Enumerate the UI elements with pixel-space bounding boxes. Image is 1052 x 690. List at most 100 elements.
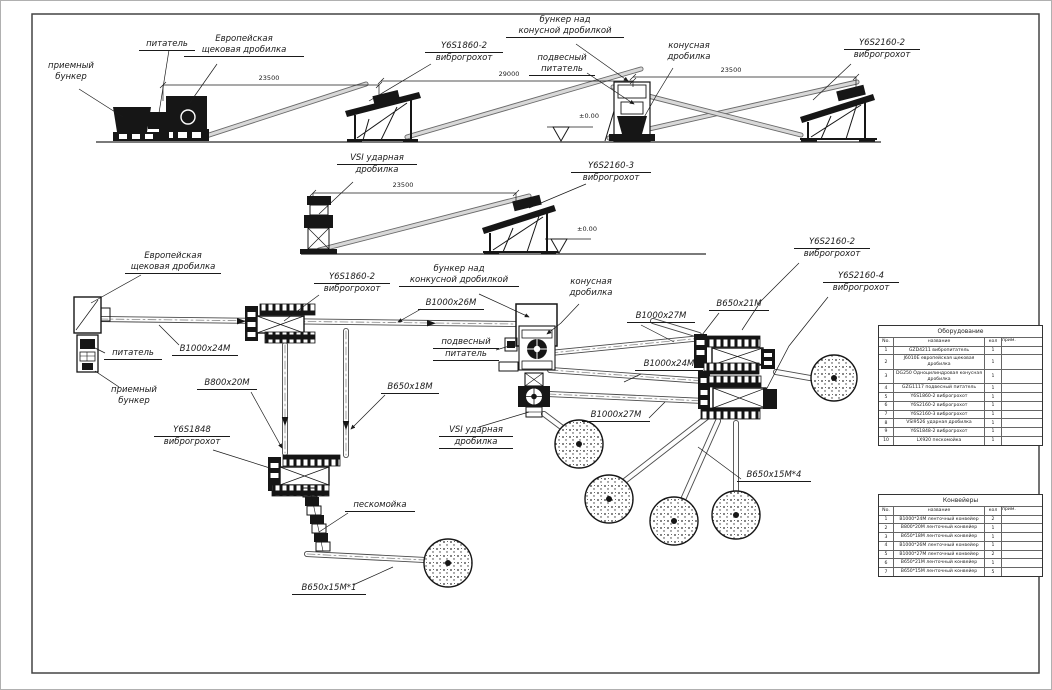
equipment-row-qty: 1 [985, 436, 1002, 445]
equipment-row: 10 LX920 пескомойка 1 [879, 435, 1042, 445]
conveyor-row-note [1002, 516, 1042, 524]
equipment-row-name: Y6S2160-3 виброгрохот [894, 410, 985, 419]
plan-conveyors [97, 316, 813, 563]
conveyor-row-qty: 1 [985, 533, 1002, 541]
label-feeder-plan: питатель [104, 348, 162, 361]
jaw-crusher-elevation [113, 96, 209, 141]
label-line: дробилка [667, 52, 711, 63]
label-line: Y6S1860-2 [425, 41, 503, 54]
dimension-23500-right: 23500 [720, 66, 742, 74]
benchmark-symbols [545, 126, 593, 255]
conveyor-row-name: B650*18M ленточный конвейер [894, 533, 985, 541]
label-line: B800x20M [197, 378, 257, 391]
equipment-row-no: 5 [879, 393, 894, 401]
label-line: Y6S1848 [154, 425, 230, 438]
equipment-row-no: 8 [879, 419, 894, 428]
label-line: приемный [48, 61, 94, 71]
label-line: щековая дробилка [125, 262, 221, 275]
conveyor-row-name: B1000*24M ленточный конвейер [894, 515, 985, 524]
equipment-row-note [1002, 384, 1042, 392]
conveyor-row-no: 5 [879, 550, 894, 559]
conveyor-row: 3 B650*18M ленточный конвейер 1 [879, 532, 1042, 541]
equipment-row-note [1002, 428, 1042, 436]
label-line: приемный [111, 385, 157, 395]
equipment-row-no: 1 [879, 346, 894, 355]
conveyor-row: 5 B1000*27M ленточный конвейер 2 [879, 549, 1042, 559]
label-line: B650x15M*1 [292, 583, 366, 596]
dimension-23500-left: 23500 [258, 74, 280, 82]
label-line: виброгрохот [582, 173, 640, 184]
conveyor-row-note [1002, 568, 1042, 576]
conveyor-row: 6 B650*21M ленточный конвейер 1 [879, 558, 1042, 568]
label-line: Y6S2160-2 [794, 237, 870, 250]
label-line: дробилка [569, 288, 613, 299]
label-line: виброгрохот [803, 249, 861, 260]
conveyor-row-note [1002, 559, 1042, 567]
label-sand-washer-plan: пескомойка [345, 500, 415, 513]
equipment-row: 4 GZG1117 подвесный питатель 1 [879, 383, 1042, 393]
label-line: Европейская [215, 34, 273, 44]
conveyor-row: 4 B1000*26M ленточный конвейер 1 [879, 540, 1042, 550]
equipment-row: 9 Y6S1848-2 виброгрохот 1 [879, 427, 1042, 436]
screen-1848-plan [268, 454, 341, 497]
conveyor-row-note [1002, 551, 1042, 559]
equipment-row-qty: 1 [985, 428, 1002, 436]
equipment-row-no: 7 [879, 410, 894, 419]
equipment-row: 2 J6010E европейская щековая дробилка 1 [879, 354, 1042, 369]
conveyor-row-name: B650*21M ленточный конвейер [894, 559, 985, 568]
equipment-table: Оборудование No. название кол прим. 1 GZ… [878, 325, 1043, 446]
label-line: B1000x24M [635, 359, 703, 372]
vsi-crusher-elevation [300, 196, 337, 254]
equipment-row-qty: 1 [985, 384, 1002, 393]
equipment-row-name: Y6S1848-2 виброгрохот [894, 428, 985, 436]
label-line: VSI ударная [439, 425, 513, 438]
equipment-table-title: Оборудование [937, 328, 984, 335]
conveyor-row-name: B800*20M ленточный конвейер [894, 524, 985, 533]
label-conveyor-b1000x26: B1000x26M [418, 298, 484, 311]
conveyor-table-title: Конвейеры [942, 497, 979, 504]
label-line: B1000x24M [172, 344, 238, 357]
conveyor-row-note [1002, 524, 1042, 532]
label-line: конусная [570, 277, 612, 287]
dimension-lines [159, 73, 860, 201]
dimension-23500-row2: 23500 [392, 181, 414, 189]
leader-lines [78, 43, 852, 586]
equipment-row-name: LX920 пескомойка [894, 436, 985, 445]
label-line: дробилка [439, 437, 513, 450]
equipment-row-name: Y6S2160-2 виброгрохот [894, 401, 985, 410]
conveyor-row-no: 6 [879, 559, 894, 568]
screen-2160-3-elevation [482, 194, 559, 255]
label-conveyor-b800x20: B800x20M [197, 378, 257, 391]
label-line: Европейская [144, 251, 202, 261]
equipment-table-header: No. название кол прим. [879, 337, 1042, 346]
col-header-note: прим. [1002, 338, 1016, 343]
label-line: виброгрохот [323, 284, 381, 295]
equipment-row-name: GZG1117 подвесный питатель [894, 384, 985, 393]
col-header-qty: кол [985, 507, 1002, 515]
label-line: пескомойка [345, 500, 415, 513]
conveyor-row-note [1002, 542, 1042, 550]
col-header-name: название [894, 338, 985, 346]
equipment-row-no: 9 [879, 428, 894, 436]
conveyor-row-qty: 1 [985, 541, 1002, 550]
col-header-qty: кол [985, 338, 1002, 346]
cone-crusher-plan [504, 303, 558, 371]
equipment-row: 3 DG250 Одноцилиндровая конусная дробилк… [879, 368, 1042, 384]
benchmark-level-2: ±0.00 [577, 225, 597, 233]
equipment-row-no: 3 [879, 369, 894, 384]
equipment-row-qty: 1 [985, 419, 1002, 428]
label-line: B1000x27M [627, 311, 695, 324]
